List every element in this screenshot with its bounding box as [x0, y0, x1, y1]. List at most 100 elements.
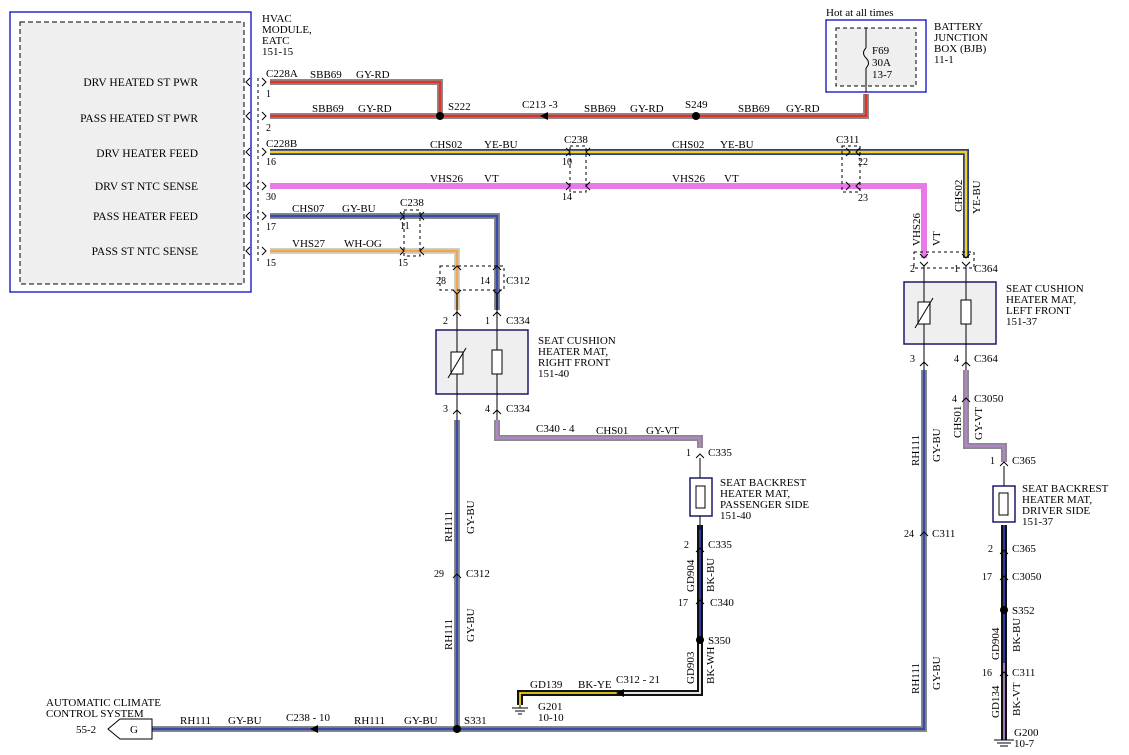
wire-gd903 — [624, 640, 703, 696]
rf-pin-3: 3 — [443, 404, 448, 415]
lbl-chs01-1: CHS01 — [596, 425, 628, 437]
hvac-pin-drv-heater-feed: DRV HEATER FEED — [96, 148, 198, 160]
lbl-gyrd-2: GY-RD — [358, 103, 392, 115]
bd-c365-top: C365 — [1012, 455, 1036, 467]
lbl-vt-2: VT — [724, 173, 739, 185]
rf-pin-1: 1 — [485, 316, 490, 327]
vlbl-gd904-drv: GD904 — [990, 627, 1002, 660]
wire-sbb69-drv — [270, 79, 443, 116]
wire-chs01-drv — [963, 370, 1007, 462]
lbl-sbb69-2: SBB69 — [312, 103, 344, 115]
wire-gd139 — [517, 690, 624, 705]
inline-connectors — [403, 145, 975, 291]
bjb-title-4: 11-1 — [934, 54, 954, 66]
bd-c3050: C3050 — [1012, 571, 1042, 583]
lbl-sbb69-3: SBB69 — [584, 103, 616, 115]
fuse-rating: 30A — [872, 57, 891, 69]
bd-title-1: SEAT BACKREST — [1022, 483, 1109, 495]
splice-s249-label: S249 — [685, 99, 708, 111]
bp-c335-bot: C335 — [708, 539, 732, 551]
lf-title-3: LEFT FRONT — [1006, 305, 1071, 317]
pin-30: 30 — [266, 192, 276, 203]
lf-pin-3: 3 — [910, 354, 915, 365]
splice-s249 — [692, 112, 700, 120]
wire-chs02 — [270, 149, 969, 258]
bd-title-2: HEATER MAT, — [1022, 494, 1092, 506]
wire-chs01-pass — [494, 420, 703, 448]
wires — [152, 79, 1007, 740]
bd-title-4: 151-37 — [1022, 516, 1054, 528]
bd-pin-17: 17 — [982, 572, 992, 583]
lf-c364-top: C364 — [974, 263, 998, 275]
vlbl-bkbu-drv: BK-BU — [1011, 618, 1023, 652]
bd-c365-bot: C365 — [1012, 543, 1036, 555]
lbl-gybu-a: GY-BU — [228, 715, 262, 727]
wire-labels: SBB69 GY-RD SBB69 GY-RD C213 -3 SBB69 GY… — [180, 69, 868, 727]
hvac-pin-pass-heater-feed: PASS HEATER FEED — [93, 211, 198, 223]
splice-s352-label: S352 — [1012, 605, 1035, 617]
bd-title-3: DRIVER SIDE — [1022, 505, 1090, 517]
hvac-pin-arrows — [245, 77, 251, 256]
hvac-module: DRV HEATED ST PWR PASS HEATED ST PWR DRV… — [9, 11, 312, 293]
rf-title-1: SEAT CUSHION — [538, 335, 616, 347]
rf-c334-top: C334 — [506, 315, 530, 327]
lbl-vhs26-2: VHS26 — [672, 173, 706, 185]
acc-title-2: CONTROL SYSTEM — [46, 708, 144, 720]
lbl-c312-a: C312 — [506, 275, 530, 287]
bp-pin-2: 2 — [684, 540, 689, 551]
wire-chs07 — [270, 213, 500, 310]
lbl-gyrd-3: GY-RD — [630, 103, 664, 115]
bp-title-3: PASSENGER SIDE — [720, 499, 809, 511]
vlbl-gybu-lf1: GY-BU — [931, 428, 943, 462]
connector-arrows — [399, 147, 971, 295]
lbl-p10: 10 — [562, 157, 572, 168]
ground-g201: G201 10-10 — [512, 701, 564, 724]
bp-c340: C340 — [710, 597, 734, 609]
splice-s350-label: S350 — [708, 635, 731, 647]
hvac-title-2: MODULE, — [262, 24, 312, 36]
c311-pin-24: 24 — [904, 529, 914, 540]
hvac-pin-drv-heated-st-pwr: DRV HEATED ST PWR — [83, 77, 198, 89]
vlbl-chs01-drv: CHS01 — [952, 406, 964, 438]
hot-at-all-times: Hot at all times — [826, 7, 894, 19]
connector-c228b: C228B — [266, 138, 297, 150]
vlbl-bkwh: BK-WH — [705, 647, 717, 684]
lbl-rh111-b: RH111 — [354, 715, 385, 727]
lbl-rh111-a: RH111 — [180, 715, 211, 727]
bp-title-4: 151-40 — [720, 510, 752, 522]
lf-title-2: HEATER MAT, — [1006, 294, 1076, 306]
lbl-yebu-2: YE-BU — [720, 139, 754, 151]
lf-c364-bot: C364 — [974, 353, 998, 365]
lf-pin-2: 2 — [910, 264, 915, 275]
seat-backrest-driver: 1 C365 SEAT BACKREST HEATER MAT, DRIVER … — [982, 455, 1109, 679]
vlbl-chs02: CHS02 — [953, 180, 965, 212]
fuse-f69: F69 — [872, 45, 890, 57]
lbl-chs02-1: CHS02 — [430, 139, 462, 151]
hvac-pin-arrows-out — [261, 77, 267, 256]
lbl-c311-a: C311 — [836, 134, 859, 146]
vlbl-yebu: YE-BU — [971, 180, 983, 214]
bjb-title-3: BOX (BJB) — [934, 43, 987, 55]
lbl-c340-4: C340 - 4 — [536, 423, 575, 435]
bd-pin-2: 2 — [988, 544, 993, 555]
vlbl-gd904-pass: GD904 — [685, 559, 697, 592]
vlbl-gybu-rf2: GY-BU — [465, 608, 477, 642]
pin-16: 16 — [266, 157, 276, 168]
bp-pin-17: 17 — [678, 598, 688, 609]
rf-title-3: RIGHT FRONT — [538, 357, 611, 369]
connector-c228a: C228A — [266, 68, 298, 80]
c311-label: C311 — [932, 528, 955, 540]
lbl-gyrd-1: GY-RD — [356, 69, 390, 81]
lbl-vhs26-1: VHS26 — [430, 173, 464, 185]
c3050-upper: 4 C3050 — [952, 393, 1004, 405]
lbl-p14a: 14 — [562, 192, 572, 203]
vlbl-vhs26: VHS26 — [911, 212, 923, 246]
wire-vhs26 — [270, 183, 927, 258]
lbl-p23: 23 — [858, 193, 868, 204]
splice-s352 — [1000, 606, 1008, 614]
lbl-c238-a: C238 — [564, 134, 588, 146]
automatic-climate-control: AUTOMATIC CLIMATE CONTROL SYSTEM G 55-2 — [46, 697, 161, 740]
lbl-p15b: 15 — [398, 258, 408, 269]
g200-ref: 10-7 — [1014, 738, 1035, 750]
